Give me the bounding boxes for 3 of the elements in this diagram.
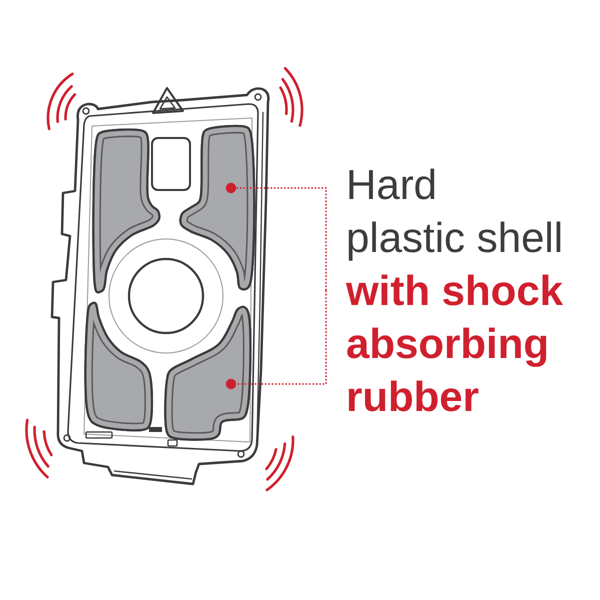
leader-line — [226, 290, 327, 390]
leader-line — [226, 182, 327, 290]
callout-text: Hard plastic shell with shock absorbing rubber — [346, 160, 564, 422]
